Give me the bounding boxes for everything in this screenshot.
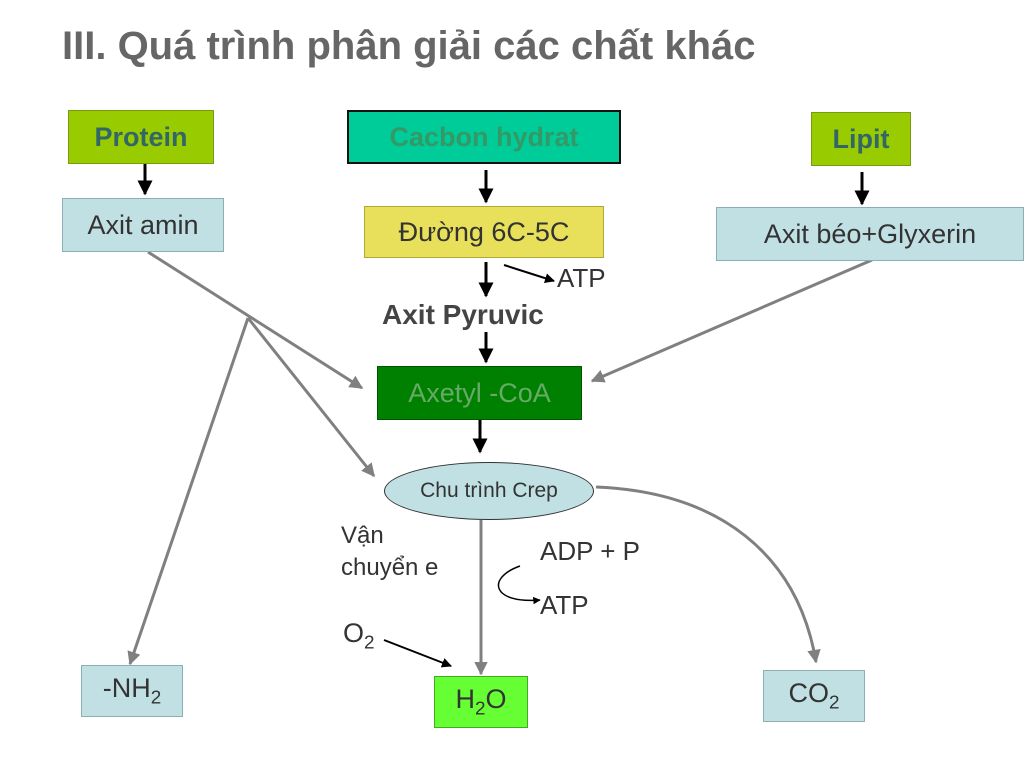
h2o-h: H	[455, 683, 475, 714]
arrow-branch-to-crep	[246, 317, 376, 478]
axit-amin-box: Axit amin	[62, 198, 224, 252]
protein-box: Protein	[68, 110, 214, 164]
arrow-crep-to-co2	[595, 485, 821, 664]
co2-subscript: 2	[828, 692, 840, 714]
van-chuyen-line-2: chuyển e	[341, 554, 439, 581]
nh2-box: -NH2	[81, 665, 183, 717]
chu-trinh-crep-label: Chu trình Crep	[420, 479, 558, 502]
van-chuyen-e-label: Vận chuyển e	[341, 520, 438, 584]
o2-subscript: 2	[364, 632, 375, 654]
protein-label: Protein	[94, 121, 188, 152]
axetyl-coa-label: Axetyl -CoA	[408, 377, 551, 408]
duong-6c-5c-box: Đường 6C-5C	[364, 206, 604, 258]
axit-pyruvic-label: Axit Pyruvic	[382, 299, 544, 330]
adp-p-label: ADP + P	[540, 536, 640, 566]
cacbon-hydrat-label: Cacbon hydrat	[389, 121, 579, 152]
h2o-label: H2O	[455, 684, 506, 721]
chu-trinh-crep-ellipse: Chu trình Crep	[384, 462, 594, 520]
nh2-label: -NH2	[103, 673, 162, 710]
h2o-subscript: 2	[474, 698, 486, 720]
axit-beo-glyxerin-box: Axit béo+Glyxerin	[716, 207, 1024, 261]
co2-label: CO2	[788, 678, 839, 715]
h2o-o: O	[485, 683, 507, 714]
arrow-axit-beo-to-axetyl	[590, 258, 873, 383]
lipit-label: Lipit	[832, 123, 890, 154]
arrow-o2-to-h2o	[383, 639, 452, 668]
cacbon-hydrat-box: Cacbon hydrat	[347, 110, 621, 164]
co2-base: CO	[788, 677, 829, 708]
axit-beo-glyxerin-label: Axit béo+Glyxerin	[763, 218, 977, 249]
h2o-box: H2O	[434, 676, 528, 728]
arrow-branch-to-nh2	[127, 317, 250, 666]
arrow-to-atp-1	[503, 264, 555, 284]
o2-base: O	[343, 618, 365, 648]
atp-oxidative-label: ATP	[540, 590, 589, 620]
o2-label: O2	[343, 618, 375, 655]
axit-amin-label: Axit amin	[87, 209, 199, 240]
co2-box: CO2	[763, 670, 865, 722]
lipit-box: Lipit	[811, 112, 911, 166]
nh2-base: -NH	[102, 672, 151, 703]
page-title: III. Quá trình phân giải các chất khác	[62, 24, 756, 68]
atp-glycolysis-label: ATP	[557, 263, 606, 293]
duong-6c-5c-label: Đường 6C-5C	[398, 216, 570, 247]
arrow-adp-to-atp	[497, 565, 541, 605]
nh2-subscript: 2	[150, 687, 162, 709]
axetyl-coa-box: Axetyl -CoA	[377, 366, 582, 420]
arrow-axit-amin-to-axetyl	[147, 250, 364, 390]
van-chuyen-line-1: Vận	[341, 522, 384, 549]
